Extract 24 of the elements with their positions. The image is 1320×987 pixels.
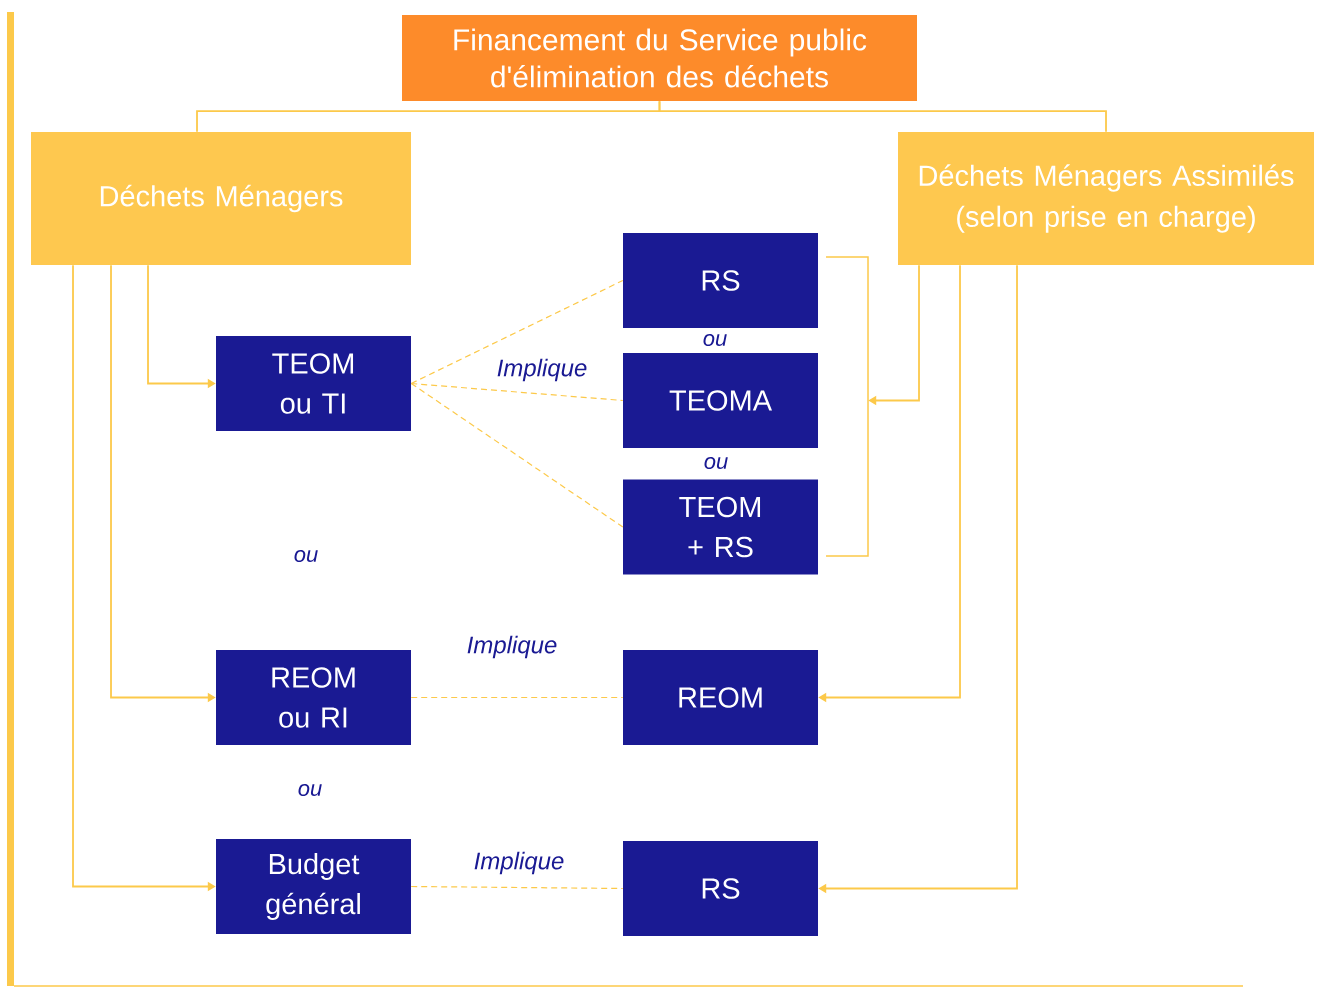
edge-label: Implique [465,634,559,660]
category-box: Déchets Ménagers [31,132,411,265]
category-box: Déchets Ménagers Assimilés (selon prise en charge) [898,132,1314,265]
edge-label: Implique [495,357,589,383]
connector [410,382,624,528]
connector-word: ou [704,457,728,469]
funding-box: RS [623,841,818,936]
funding-box: REOM ou RI [216,650,411,745]
connector [410,696,624,699]
connector [410,279,624,385]
connector-word: ou [298,784,322,796]
funding-box: TEOM ou TI [216,336,411,431]
connector-word: ou [703,334,727,346]
funding-box: TEOM + RS [623,479,818,575]
connector [410,885,624,890]
funding-box: RS [623,233,818,328]
funding-box: REOM [623,650,818,745]
connector [410,382,624,402]
connector-word: ou [294,550,318,562]
connector [658,100,1107,133]
title-box: Financement du Service public d'élimination des déchets [402,15,917,101]
funding-box: TEOMA [623,353,818,448]
funding-box: Budget général [216,839,411,934]
edge-label: Implique [472,850,566,876]
